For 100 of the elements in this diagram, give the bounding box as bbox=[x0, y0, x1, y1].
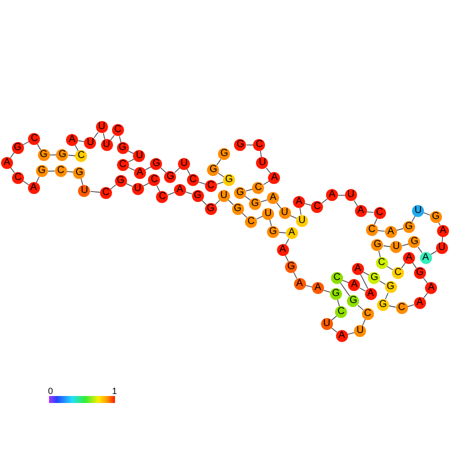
nucleotide-circle: C bbox=[204, 180, 217, 192]
nucleotide-circle: G bbox=[384, 281, 397, 294]
backbone-line bbox=[418, 246, 422, 254]
nucleotide-circle: G bbox=[36, 165, 48, 178]
nucleotide-circle: G bbox=[192, 190, 204, 202]
backbone-line bbox=[386, 266, 394, 270]
backbone-line bbox=[322, 198, 328, 204]
backbone-line bbox=[278, 232, 286, 234]
nucleotide-circle: G bbox=[347, 295, 360, 308]
nucleotide-circle: A bbox=[425, 282, 438, 294]
nucleotide-circle: C bbox=[335, 306, 348, 318]
nucleotide-circle: C bbox=[374, 206, 386, 219]
nucleotide-circle: G bbox=[430, 211, 442, 224]
backbone-line bbox=[304, 203, 312, 206]
backbone-line bbox=[290, 215, 297, 219]
nucleotide-circle: C bbox=[392, 266, 404, 279]
nucleotide-circle: U bbox=[178, 158, 190, 170]
backbone-line bbox=[160, 168, 166, 173]
backbone-line bbox=[47, 170, 56, 172]
nucleotide-circle: C bbox=[186, 174, 199, 186]
nucleotide-circle: U bbox=[218, 190, 230, 202]
nucleotide-circle: C bbox=[54, 164, 67, 177]
nucleotide-circle: A bbox=[326, 189, 338, 202]
nucleotide-circle: G bbox=[12, 142, 24, 154]
nucleotide-circle: C bbox=[112, 124, 124, 136]
nucleotide-circle: G bbox=[116, 142, 129, 154]
backbone-line bbox=[396, 228, 404, 231]
backbone-line bbox=[185, 192, 192, 194]
nucleotide-circle: A bbox=[276, 244, 289, 256]
nucleotide-circle: C bbox=[148, 174, 160, 186]
backbone-line bbox=[201, 200, 207, 206]
nucleotide-circle: A bbox=[293, 196, 305, 208]
backbone-line bbox=[378, 250, 381, 258]
backbone-line bbox=[285, 238, 290, 246]
backbone-line bbox=[110, 184, 116, 190]
nucleotide-circle: A bbox=[294, 278, 306, 290]
nucleotide-circle: G bbox=[234, 186, 246, 198]
nucleotide-circle: U bbox=[390, 241, 402, 254]
nucleotide-circle: G bbox=[114, 174, 127, 187]
nucleotide-circle: C bbox=[75, 150, 88, 162]
nucleotide-circle: A bbox=[437, 224, 449, 237]
backbone-line bbox=[354, 200, 358, 207]
backbone-line bbox=[304, 285, 312, 288]
nucleotide-circle: C bbox=[362, 308, 374, 320]
backbone-line bbox=[379, 280, 386, 285]
nucleotide-circle: U bbox=[256, 157, 268, 170]
nucleotide-circle: A bbox=[28, 182, 40, 194]
nucleotide-circle: U bbox=[84, 136, 96, 149]
scale-tick-label: 1 bbox=[112, 386, 118, 396]
nucleotide-circle: U bbox=[436, 242, 448, 254]
nucleotide-circle: C bbox=[366, 224, 378, 236]
backbone-line bbox=[216, 182, 224, 185]
backbone-line bbox=[442, 236, 443, 242]
backbone-line bbox=[300, 208, 302, 216]
backbone-line bbox=[218, 172, 224, 178]
nucleotide-circle: G bbox=[218, 148, 230, 160]
backbone-line bbox=[228, 200, 234, 206]
nucleotide-circle: A bbox=[1, 156, 13, 169]
nucleotide-circle: C bbox=[116, 158, 129, 171]
nucleotide-circle: C bbox=[330, 272, 343, 284]
nucleotide-circle: A bbox=[364, 288, 377, 300]
nucleotide-circle: U bbox=[133, 150, 146, 162]
nucleotide-circle: U bbox=[344, 189, 357, 202]
nucleotide-circle: A bbox=[286, 227, 298, 240]
backbone-line bbox=[269, 219, 272, 226]
nucleotide-circle: A bbox=[267, 192, 280, 204]
nucleotide-circle: G bbox=[371, 239, 384, 252]
nucleotide-circle: G bbox=[234, 139, 246, 152]
nucleotide-circle: U bbox=[96, 121, 108, 134]
backbone-line bbox=[385, 292, 389, 300]
backbone-line bbox=[263, 180, 270, 185]
nucleotide-circle: A bbox=[336, 330, 348, 342]
backbone-line bbox=[94, 132, 99, 138]
backbone-line bbox=[423, 212, 431, 216]
nucleotide-circle: C bbox=[245, 216, 258, 228]
backbone-line bbox=[168, 192, 175, 196]
nucleotide-circle: G bbox=[73, 166, 86, 179]
backbone-line bbox=[174, 167, 180, 173]
nucleotide-circle: C bbox=[252, 182, 264, 194]
nucleotide-circle: A bbox=[174, 184, 186, 196]
backbone-line bbox=[256, 216, 264, 220]
nucleotide-circle: G bbox=[266, 226, 279, 238]
nucleotide-circle: C bbox=[311, 200, 324, 213]
nucleotide-circle: G bbox=[402, 220, 415, 233]
backbone-line bbox=[10, 167, 15, 174]
nucleotide-circle: A bbox=[403, 252, 416, 264]
backbone-line bbox=[244, 196, 251, 200]
nucleotide-circle: U bbox=[100, 139, 113, 152]
backbone-line bbox=[323, 290, 331, 293]
backbone-line bbox=[362, 272, 370, 276]
nucleotide-circle: G bbox=[204, 203, 217, 216]
nucleotide-circle: C bbox=[376, 257, 388, 270]
backbone-line bbox=[358, 304, 364, 310]
backbone-line bbox=[362, 318, 366, 326]
backbone-line bbox=[49, 154, 57, 156]
nucleotide-circle: C bbox=[28, 132, 40, 145]
backbone-line bbox=[266, 168, 272, 174]
nucleotide-circle: A bbox=[312, 282, 324, 294]
nucleotide-circle: G bbox=[377, 298, 390, 311]
backbone-line bbox=[78, 140, 85, 142]
